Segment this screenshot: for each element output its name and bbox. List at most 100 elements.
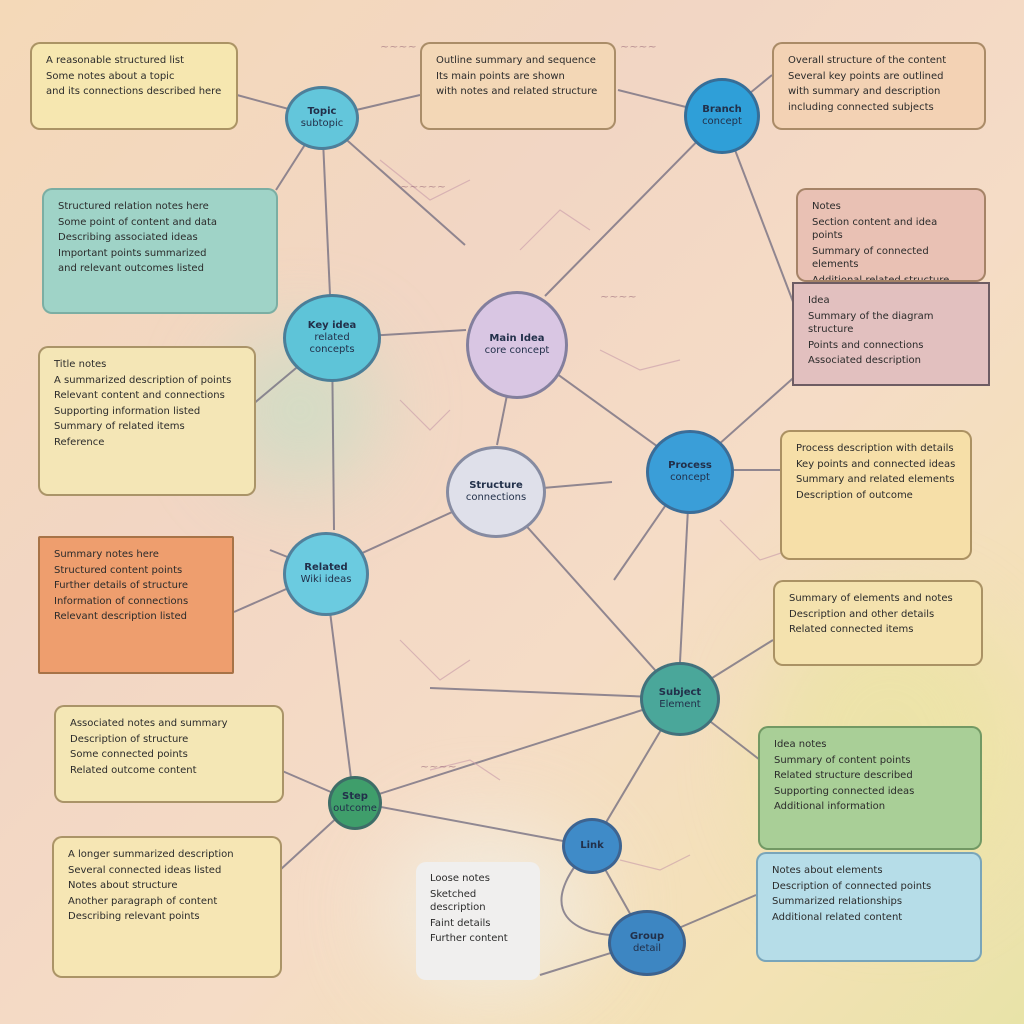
card-text-line: Related structure described	[774, 770, 913, 781]
card-text-line: Process description with details	[796, 443, 954, 454]
scribble-note: ~~~~	[620, 40, 657, 53]
card-text-line: Important points summarized	[58, 247, 207, 259]
node-label: Branch	[702, 104, 742, 115]
card-text-line: with summary and description	[788, 86, 941, 97]
card-text-line: Relevant description listed	[54, 611, 188, 622]
scribble-note: ~~~~~	[400, 180, 447, 193]
card-text-line: Description of structure	[70, 733, 189, 745]
node-label: Step	[342, 791, 368, 802]
node-sublabel: subtopic	[300, 118, 344, 129]
card-text-line: Additional related structure	[812, 274, 950, 282]
card-text-line: Some connected points	[70, 749, 188, 760]
node-label: Link	[580, 840, 604, 851]
card-text-line: including connected subjects	[788, 101, 934, 113]
card-text-line: Associated notes and summary	[70, 718, 228, 729]
card-text-line: Structured relation notes here	[58, 201, 209, 212]
card-text-line: Describing associated ideas	[58, 232, 198, 243]
card-text-line: Some point of content and data	[58, 216, 218, 228]
card-text-line: Several connected ideas listed	[68, 864, 222, 876]
node-label: Process	[668, 460, 712, 471]
card-text-line: Summary of related items	[54, 421, 185, 432]
node-sublabel: Element	[659, 699, 701, 710]
node-sublabel: core concept	[484, 345, 550, 356]
card-text-line: Summary of connected elements	[812, 245, 929, 271]
card-text-line: Describing relevant points	[68, 911, 200, 922]
node-label: Topic	[307, 106, 337, 117]
card-text-line: Some notes about a topic	[46, 70, 175, 82]
node-label: Related	[304, 562, 348, 573]
card-text-line: and relevant outcomes listed	[58, 263, 204, 274]
card-text-line: Sketched description	[430, 888, 486, 914]
card-text-line: Key points and connected ideas	[796, 458, 956, 470]
card-text-line: Reference	[54, 436, 105, 448]
concept-node[interactable]: Link	[562, 818, 622, 874]
card-text-line: Related connected items	[789, 624, 914, 635]
card-text-line: Outline summary and sequence	[436, 55, 596, 66]
card-text-line: Notes about elements	[772, 865, 883, 876]
card-text-line: Relevant content and connections	[54, 390, 225, 401]
card-text-line: Further content	[430, 933, 508, 944]
card-text-line: Associated description	[808, 355, 921, 366]
node-sublabel: related concepts	[309, 332, 355, 355]
card-text-line: Supporting connected ideas	[774, 785, 915, 797]
node-label: Group	[629, 931, 665, 942]
node-sublabel: concept	[702, 116, 742, 127]
node-sublabel: outcome	[333, 803, 377, 814]
card-text-line: Related outcome content	[70, 764, 197, 776]
card-text-line: Further details of structure	[54, 580, 189, 591]
card-text-line: Summary of elements and notes	[789, 593, 953, 604]
card-text-line: Notes about structure	[68, 880, 178, 891]
node-sublabel: detail	[632, 943, 662, 954]
node-sublabel: Wiki ideas	[300, 574, 352, 585]
card-text-line: Idea	[808, 295, 830, 306]
node-label: Key idea	[307, 320, 357, 331]
card-text-line: Description of outcome	[796, 489, 913, 501]
scribble-note: ~~~~	[600, 290, 637, 303]
card-text-line: Additional information	[774, 801, 886, 812]
card-text-line: Points and connections	[808, 339, 924, 351]
card-text-line: Additional related content	[772, 911, 903, 923]
card-text-line: Summarized relationships	[772, 896, 903, 907]
card-text-line: Summary and related elements	[796, 474, 955, 485]
card-text-line: Another paragraph of content	[68, 895, 218, 907]
card-text-line: Description and other details	[789, 608, 935, 620]
card-text-line: Summary of the diagram structure	[808, 310, 934, 336]
card-text-line: Its main points are shown	[436, 70, 565, 82]
card-text-line: Notes	[812, 201, 841, 212]
card-text-line: A reasonable structured list	[46, 55, 185, 66]
node-label: Main Idea	[489, 333, 545, 344]
card-text-line: Supporting information listed	[54, 405, 201, 417]
scribble-note: ~~~~	[420, 760, 457, 773]
card-text-line: Summary of content points	[774, 754, 911, 766]
card-text-line: Summary notes here	[54, 549, 159, 560]
card-text-line: A summarized description of points	[54, 374, 232, 386]
node-sublabel: connections	[465, 492, 527, 503]
node-label: Subject	[658, 687, 702, 698]
node-label: Structure	[469, 480, 523, 491]
